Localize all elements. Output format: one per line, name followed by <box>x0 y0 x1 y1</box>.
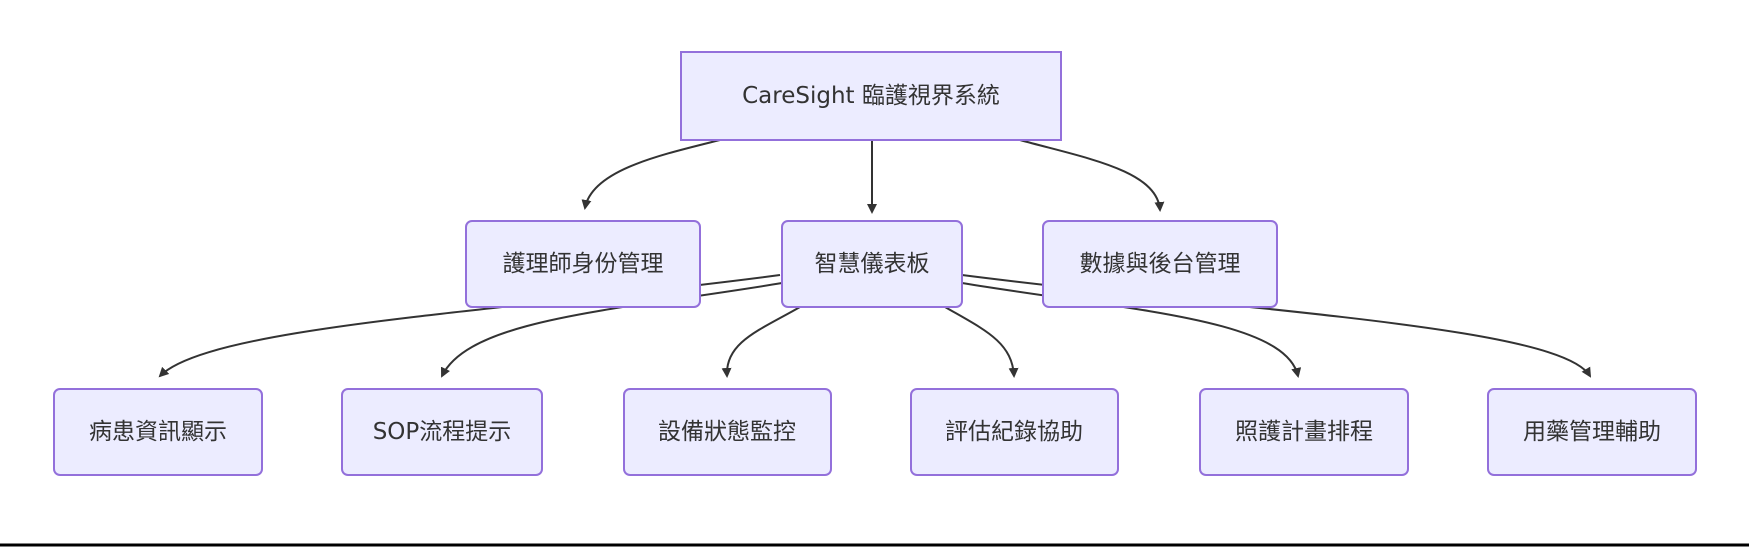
node-nurse-identity[interactable]: 護理師身份管理 <box>465 220 701 308</box>
edge-dashboard-to-care-schedule <box>961 282 1302 378</box>
node-device-monitor-label: 設備狀態監控 <box>658 419 796 445</box>
node-care-schedule-label: 照護計畫排程 <box>1235 419 1373 445</box>
edge-dashboard-to-assessment <box>944 306 1019 378</box>
node-patient-info-label: 病患資訊顯示 <box>89 419 227 445</box>
edge-root-to-data-admin <box>1019 139 1165 212</box>
node-root[interactable]: CareSight 臨護視界系統 <box>680 51 1062 141</box>
node-dashboard-label: 智慧儀表板 <box>815 251 930 277</box>
node-nurse-identity-label: 護理師身份管理 <box>503 251 664 277</box>
node-data-admin-label: 數據與後台管理 <box>1080 251 1241 277</box>
node-sop-label: SOP流程提示 <box>373 419 512 445</box>
node-root-label: CareSight 臨護視界系統 <box>742 83 1000 109</box>
node-assessment[interactable]: 評估紀錄協助 <box>910 388 1119 476</box>
node-device-monitor[interactable]: 設備狀態監控 <box>623 388 832 476</box>
node-dashboard[interactable]: 智慧儀表板 <box>781 220 963 308</box>
node-sop[interactable]: SOP流程提示 <box>341 388 543 476</box>
node-assessment-label: 評估紀錄協助 <box>945 419 1083 445</box>
edge-root-to-nurse-identity <box>581 139 721 210</box>
node-medication[interactable]: 用藥管理輔助 <box>1487 388 1697 476</box>
edge-dashboard-to-device-monitor <box>721 306 801 378</box>
edge-dashboard-to-sop <box>440 282 783 378</box>
node-patient-info[interactable]: 病患資訊顯示 <box>53 388 263 476</box>
node-data-admin[interactable]: 數據與後台管理 <box>1042 220 1278 308</box>
nodes-layer: CareSight 臨護視界系統 護理師身份管理 智慧儀表板 數據與後台管理 病… <box>53 51 1697 476</box>
node-care-schedule[interactable]: 照護計畫排程 <box>1199 388 1409 476</box>
node-medication-label: 用藥管理輔助 <box>1523 419 1661 445</box>
